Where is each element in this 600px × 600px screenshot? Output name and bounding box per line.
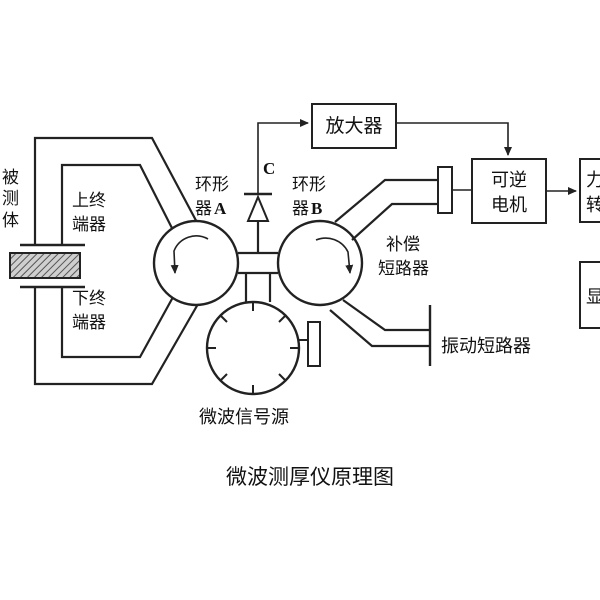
circulator-a	[152, 219, 240, 307]
signal-line-to-amplifier	[257, 119, 309, 194]
vibration-shorter-label: 振动短路器	[441, 336, 531, 357]
compensation-label-2: 短路器	[378, 259, 429, 279]
right-box-top-text-1: 力	[586, 170, 600, 191]
object-label-2: 测	[2, 189, 19, 209]
detector-letter: C	[263, 159, 275, 178]
lower-terminator-label-2: 端器	[72, 313, 106, 333]
upper-terminator-label-1: 上终	[72, 191, 106, 211]
circulator-b-rotation-arrow	[315, 237, 354, 274]
compensation-label-1: 补偿	[386, 235, 420, 255]
right-box-bottom	[579, 261, 600, 329]
right-box-top-text-2: 转	[586, 195, 600, 216]
motor-label-2: 电机	[491, 195, 527, 216]
vibration-shorter	[329, 299, 432, 366]
object-label-3: 体	[2, 211, 19, 231]
motor-label-1: 可逆	[491, 170, 527, 191]
circulator-a-label-1: 环形	[195, 175, 229, 195]
upper-terminator-label-2: 端器	[72, 215, 106, 235]
waveguide-lower	[33, 287, 199, 386]
circulator-b	[276, 219, 364, 307]
microwave-source-label: 微波信号源	[199, 407, 289, 428]
waveguide-upper	[33, 136, 201, 245]
circulator-a-rotation-arrow	[170, 235, 209, 274]
measured-object-plate	[9, 252, 81, 279]
circulator-b-label-1: 环形	[292, 175, 326, 195]
compensation-shorter	[334, 166, 472, 241]
diagram-caption: 微波测厚仪原理图	[226, 465, 394, 489]
amplifier-label: 放大器	[325, 115, 382, 137]
amplifier-to-motor-line	[396, 122, 512, 156]
circulator-a-letter: A	[214, 199, 227, 218]
microwave-signal-source	[205, 300, 321, 396]
amplifier-box	[311, 103, 397, 149]
right-box-bottom-text: 显	[586, 287, 600, 308]
detector-diode-c	[244, 192, 272, 243]
right-box-top	[579, 158, 600, 223]
circulator-a-label-2: 器	[195, 199, 212, 219]
object-label-1: 被	[2, 168, 19, 188]
lower-terminator-label-1: 下终	[72, 289, 106, 309]
circulator-b-label-2: 器	[292, 199, 309, 219]
circulator-b-letter: B	[311, 199, 322, 218]
